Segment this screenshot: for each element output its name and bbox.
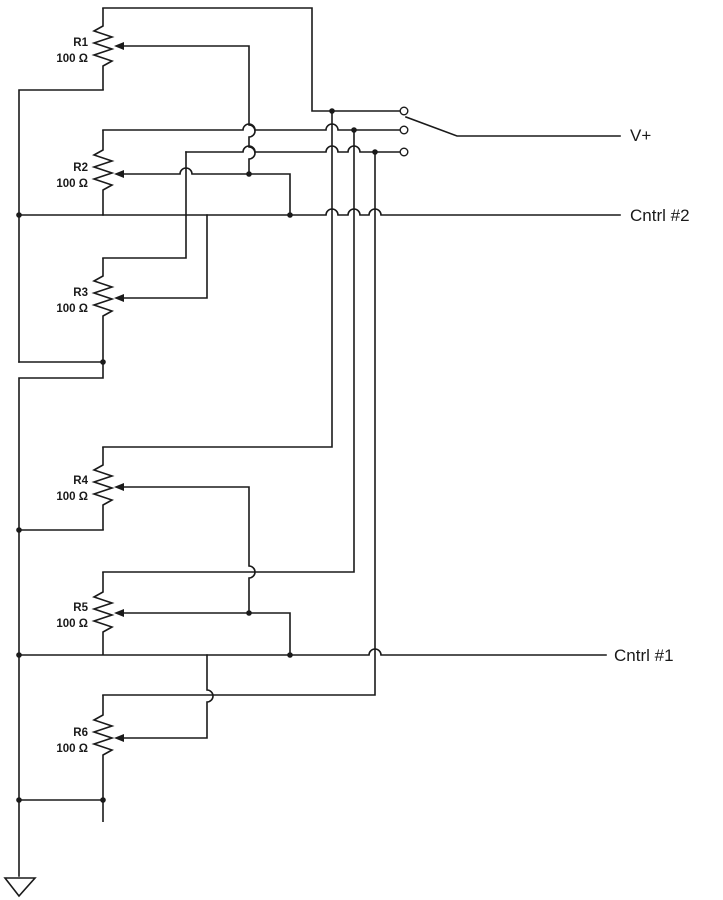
switch-terminals: [399, 106, 409, 157]
r6-label: R6: [73, 727, 88, 739]
r1-label: R1: [73, 37, 88, 49]
switch-terminal-2: [399, 125, 409, 135]
resistor-r6: R6 100 Ω: [56, 695, 124, 822]
r4-label: R4: [73, 475, 88, 487]
resistor-r5: R5 100 Ω: [56, 572, 124, 655]
r3-value: 100 Ω: [56, 303, 88, 315]
r3-label: R3: [73, 287, 88, 299]
r2-label: R2: [73, 162, 88, 174]
switch-terminal-1: [399, 106, 409, 116]
vplus-label: V+: [630, 126, 651, 145]
resistor-r1: R1 100 Ω: [56, 8, 124, 90]
resistor-r4: R4 100 Ω: [56, 447, 124, 530]
r5-value: 100 Ω: [56, 618, 88, 630]
resistor-r2: R2 100 Ω: [56, 130, 124, 215]
r1-value: 100 Ω: [56, 53, 88, 65]
ground-icon: [3, 877, 37, 898]
resistor-r3: R3 100 Ω: [56, 258, 124, 362]
junction-dots: [16, 108, 378, 803]
r6-value: 100 Ω: [56, 743, 88, 755]
r2-value: 100 Ω: [56, 178, 88, 190]
r4-value: 100 Ω: [56, 491, 88, 503]
cntrl2-label: Cntrl #2: [630, 206, 690, 225]
cntrl1-label: Cntrl #1: [614, 646, 674, 665]
switch-terminal-3: [399, 147, 409, 157]
wiring: [18, 7, 621, 877]
r5-label: R5: [73, 602, 88, 614]
